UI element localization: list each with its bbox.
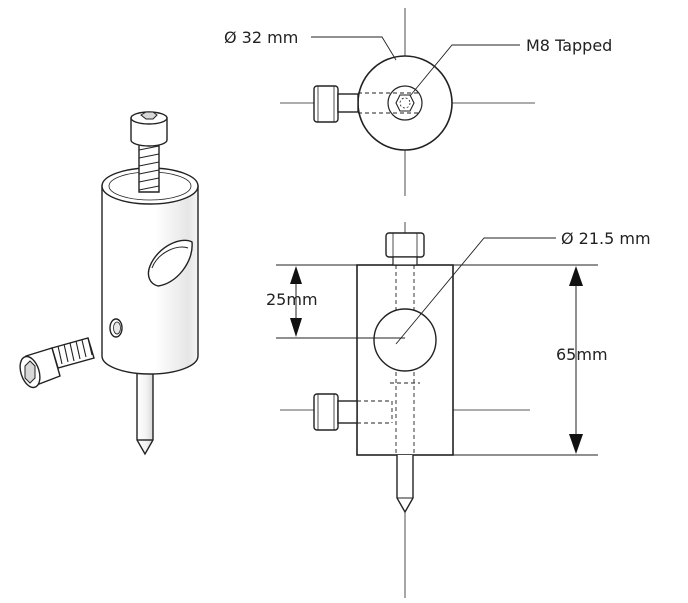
- front-view-side-screw: [313, 393, 393, 431]
- front-view: [280, 222, 556, 598]
- label-top-diameter: Ø 32 mm: [224, 28, 298, 47]
- label-thread: M8 Tapped: [526, 36, 612, 55]
- dimension-25mm: [276, 264, 405, 339]
- iso-cylinder-body: [101, 167, 199, 375]
- top-view: [280, 8, 535, 196]
- dimension-65mm: [453, 264, 598, 456]
- arrow-up-icon: [569, 266, 583, 286]
- leader-top-diameter: [311, 36, 397, 61]
- top-view-screw-head: [387, 85, 423, 121]
- front-view-cross-hole: [373, 308, 437, 372]
- leader-thread: [409, 44, 520, 97]
- top-view-outer-circle: [357, 55, 453, 151]
- arrow-down-icon: [290, 318, 302, 337]
- arrow-down-icon: [569, 434, 583, 454]
- front-view-top-screw-head: [385, 232, 425, 258]
- leader-hole-diameter: [395, 237, 556, 345]
- iso-loose-screw: [19, 337, 95, 389]
- isometric-view: [19, 111, 199, 456]
- front-view-pin: [396, 455, 414, 514]
- top-view-side-screw: [313, 85, 359, 123]
- label-height: 65mm: [556, 345, 608, 364]
- hex-socket-icon: [395, 94, 415, 112]
- arrow-up-icon: [290, 266, 302, 284]
- label-offset: 25mm: [266, 290, 318, 309]
- label-hole-diameter: Ø 21.5 mm: [561, 229, 651, 248]
- iso-top-screw: [130, 111, 168, 193]
